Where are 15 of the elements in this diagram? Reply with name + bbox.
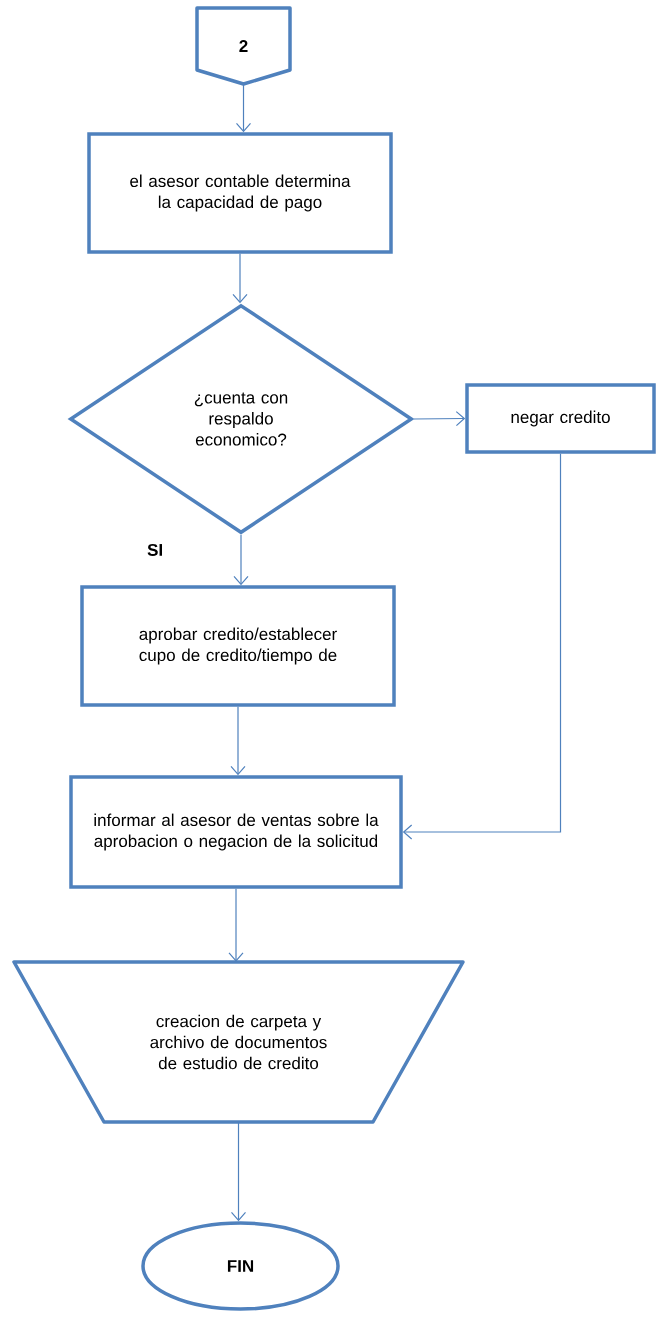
process-box: informar al asesor de ventas sobre la aprobacion o negacion de la solicitud (69, 775, 403, 889)
arrow (413, 411, 466, 427)
process-box: aprobar credito/establecer cupo de credito/tiempo de (80, 585, 396, 707)
arrow (232, 253, 248, 304)
process-box: negar credito (465, 383, 656, 454)
arrow (402, 453, 562, 840)
arrow (230, 1121, 247, 1222)
arrow (228, 888, 244, 962)
arrow (233, 534, 249, 586)
arrow (230, 706, 246, 776)
process-box: el asesor contable determina la capacidad de pago (87, 132, 393, 254)
offpage-connector: 2 (195, 6, 292, 86)
arrow (235, 83, 252, 133)
manual-operation-trapezoid: creacion de carpeta y archivo de documentos de estudio de credito (12, 960, 465, 1124)
edge-label: SI (147, 543, 162, 556)
